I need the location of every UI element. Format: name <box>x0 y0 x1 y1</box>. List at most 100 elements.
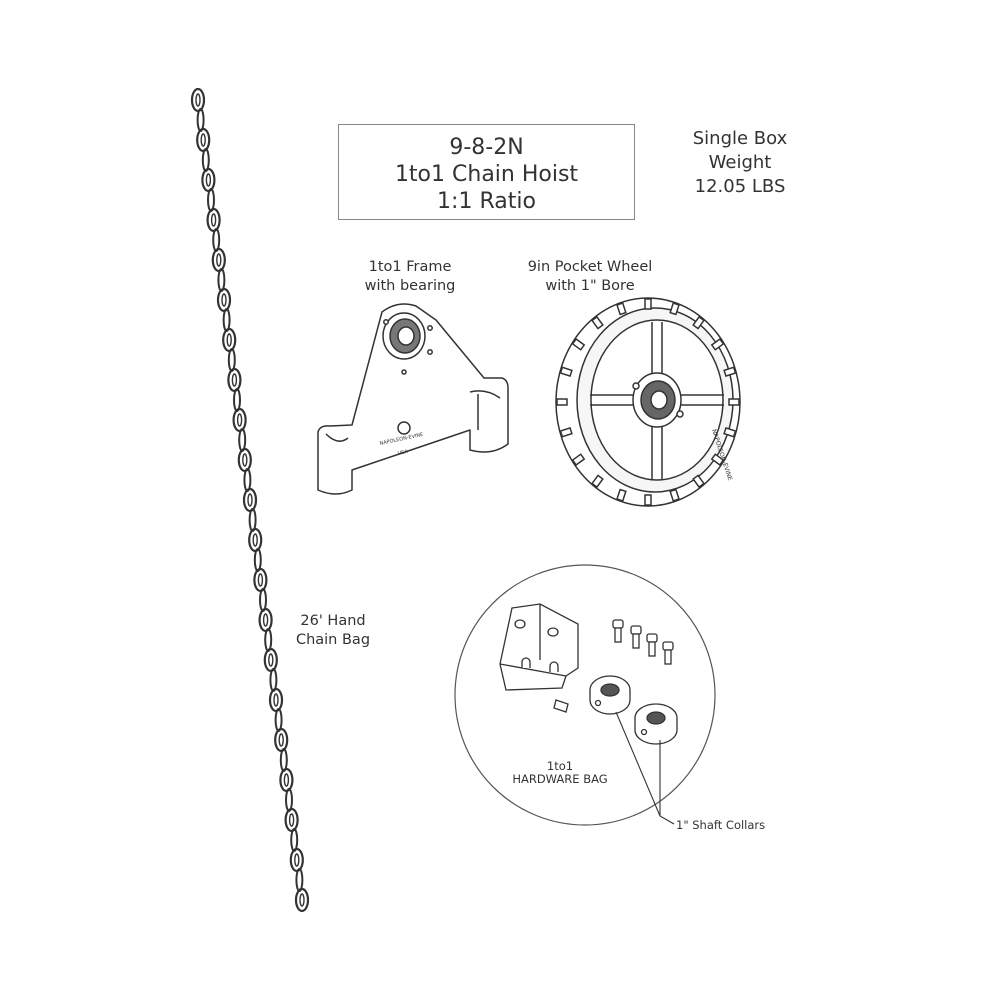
chain-link-side <box>243 468 252 492</box>
hardware-bag-label-line-2: HARDWARE BAG <box>512 772 608 786</box>
frame-label-line-1: 1to1 Frame <box>368 259 452 275</box>
wheel-pocket <box>571 337 586 351</box>
wheel-pocket <box>692 474 705 489</box>
wheel-pockets <box>556 298 740 506</box>
shaft-collar-1 <box>589 675 631 715</box>
chain-link-hole <box>221 293 227 307</box>
chain-link-hole <box>299 893 305 907</box>
frame-illustration: NAPOLEON-EVINE USA <box>317 303 509 495</box>
pocket-wheel-label: 9in Pocket Wheel with 1" Bore <box>500 258 680 296</box>
bolt-shank <box>664 649 672 665</box>
wheel-pocket <box>616 488 627 502</box>
chain-link-side <box>295 868 304 892</box>
chain-link-side <box>269 668 278 692</box>
pocket-wheel-illustration: NAPOLEON-EVINE <box>555 297 741 507</box>
chain-link-side <box>259 588 267 612</box>
chain-link-hole <box>288 813 295 827</box>
hand-chain-illustration <box>190 87 310 913</box>
chain-link <box>196 127 211 153</box>
chain-link <box>232 407 247 433</box>
chain-link <box>274 727 289 753</box>
chain-link-hole <box>273 693 279 707</box>
frame-engraving-usa: USA <box>397 449 409 457</box>
chain-link <box>211 247 226 273</box>
wheel-pocket <box>559 426 573 438</box>
wheel-pocket <box>571 453 586 467</box>
bolt-head <box>630 625 642 635</box>
chain-link-side <box>238 428 247 452</box>
chain-link-hole <box>236 413 243 427</box>
chain-link <box>242 487 258 513</box>
chain-link <box>248 527 263 553</box>
chain-link-side <box>217 268 226 292</box>
chain-link <box>263 647 278 673</box>
weight-line-2: Weight <box>708 152 772 173</box>
wheel-pocket <box>692 315 705 330</box>
hardware-bag-label-line-1: 1to1 <box>546 759 574 773</box>
chain-link-hole <box>210 213 217 227</box>
chain-link <box>201 167 216 193</box>
wheel-pocket <box>710 337 725 351</box>
chain-link-hole <box>242 453 248 467</box>
chain-link <box>237 447 252 473</box>
chain-link-hole <box>200 133 206 147</box>
chain-link <box>253 567 268 593</box>
chain-link-side <box>201 148 210 172</box>
chain-link-hole <box>205 173 212 187</box>
chain-link-side <box>233 388 241 412</box>
wheel-pocket <box>591 474 604 489</box>
weight-value: 12.05 LBS <box>694 176 786 197</box>
title-box: 9-8-2N 1to1 Chain Hoist 1:1 Ratio <box>338 124 635 220</box>
hardware-bag-illustration <box>454 564 716 826</box>
collar-leader-lines <box>615 711 675 825</box>
wheel-pocket <box>591 315 604 330</box>
chain-link <box>268 687 284 713</box>
wheel-pocket <box>669 488 680 502</box>
chain-link-side <box>212 228 221 252</box>
chain-link <box>258 607 273 633</box>
chain-link-side <box>279 748 288 772</box>
bolt-head <box>662 641 674 651</box>
chain-link-side <box>227 348 236 372</box>
wheel-label-line-2: with 1" Bore <box>545 278 635 294</box>
hardware-bolts <box>612 619 674 665</box>
chain-link-side <box>248 508 257 532</box>
chain-link-hole <box>252 533 258 547</box>
box-weight-label: Single Box Weight 12.05 LBS <box>665 127 815 199</box>
chain-link-hole <box>231 373 238 387</box>
chain-bag-label-line-2: Chain Bag <box>295 632 371 648</box>
shaft-key <box>553 699 569 713</box>
chain-link <box>227 367 242 393</box>
chain-link <box>190 87 206 113</box>
chain-link <box>294 887 310 913</box>
wheel-pocket <box>556 398 568 406</box>
wheel-pocket <box>644 494 652 506</box>
chain-link-side <box>196 108 205 132</box>
chain-link-side <box>290 828 299 852</box>
chain-link <box>216 287 232 313</box>
bolt-shank <box>614 627 622 643</box>
chain-bag-label: 26' Hand Chain Bag <box>268 612 398 650</box>
title-product-name: 1to1 Chain Hoist <box>394 162 579 187</box>
chain-link <box>289 847 304 873</box>
wheel-pocket <box>616 302 627 316</box>
chain-link-hole <box>283 773 290 787</box>
hardware-bag-outline <box>454 564 716 826</box>
frame-mount-hole <box>397 421 411 435</box>
wheel-pocket <box>669 302 680 316</box>
chain-link <box>222 327 237 353</box>
chain-link-side <box>207 188 215 212</box>
chain-link-side <box>285 788 293 812</box>
chain-link-hole <box>268 653 274 667</box>
bolt-head <box>612 619 624 629</box>
wheel-pocket <box>723 366 737 378</box>
chain-link-side <box>264 628 273 652</box>
hardware-bag-label: 1to1 HARDWARE BAG <box>500 760 620 786</box>
wheel-label-line-1: 9in Pocket Wheel <box>527 259 653 275</box>
chain-link-hole <box>257 573 264 587</box>
title-part-number: 9-8-2N <box>449 135 524 160</box>
frame-label: 1to1 Frame with bearing <box>330 258 490 296</box>
shaft-collar-2 <box>634 703 678 745</box>
chain-link-hole <box>195 93 201 107</box>
